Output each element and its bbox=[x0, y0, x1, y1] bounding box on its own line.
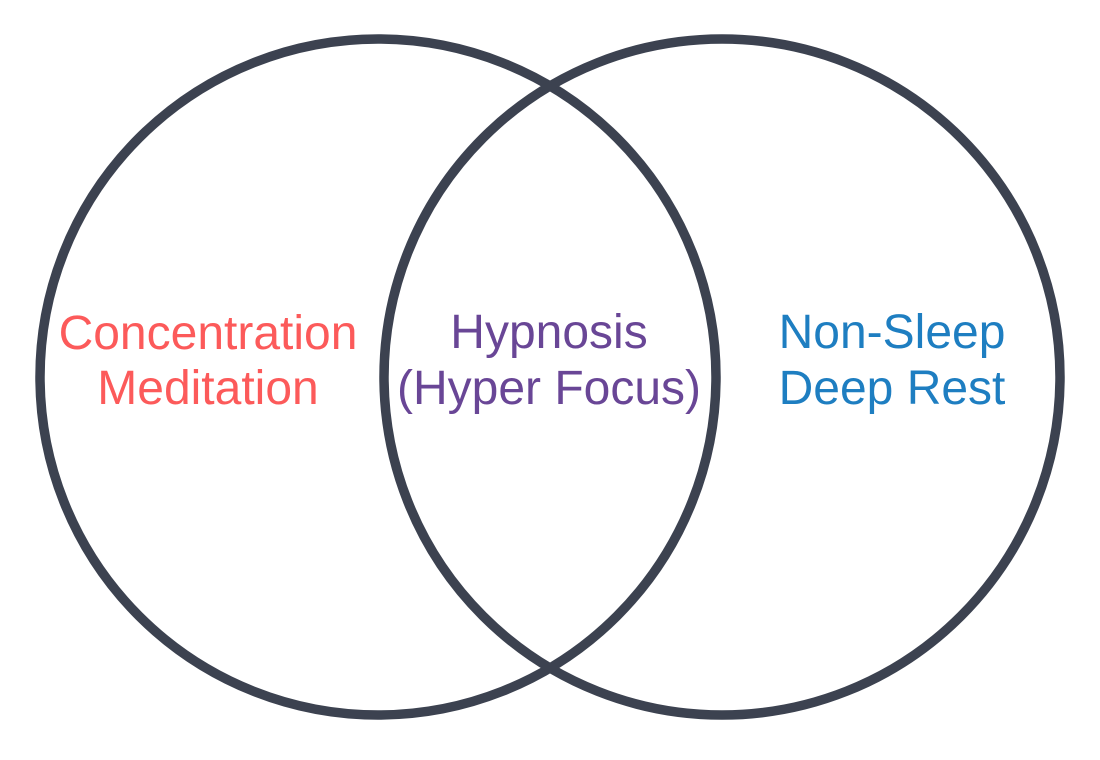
left-circle bbox=[35, 34, 721, 720]
right-circle bbox=[379, 34, 1065, 720]
right-set-label-line1: Non-Sleep bbox=[779, 306, 1006, 359]
left-set-label-line2: Meditation bbox=[97, 362, 318, 415]
left-set-label-line1: Concentration bbox=[59, 307, 358, 360]
left-set-label: Concentration Meditation bbox=[59, 307, 358, 415]
intersection-label-line2: (Hyper Focus) bbox=[397, 362, 701, 415]
right-set-label-line2: Deep Rest bbox=[779, 362, 1006, 415]
intersection-label: Hypnosis (Hyper Focus) bbox=[397, 306, 701, 415]
intersection-label-line1: Hypnosis bbox=[450, 306, 647, 359]
right-set-label: Non-Sleep Deep Rest bbox=[779, 306, 1006, 415]
